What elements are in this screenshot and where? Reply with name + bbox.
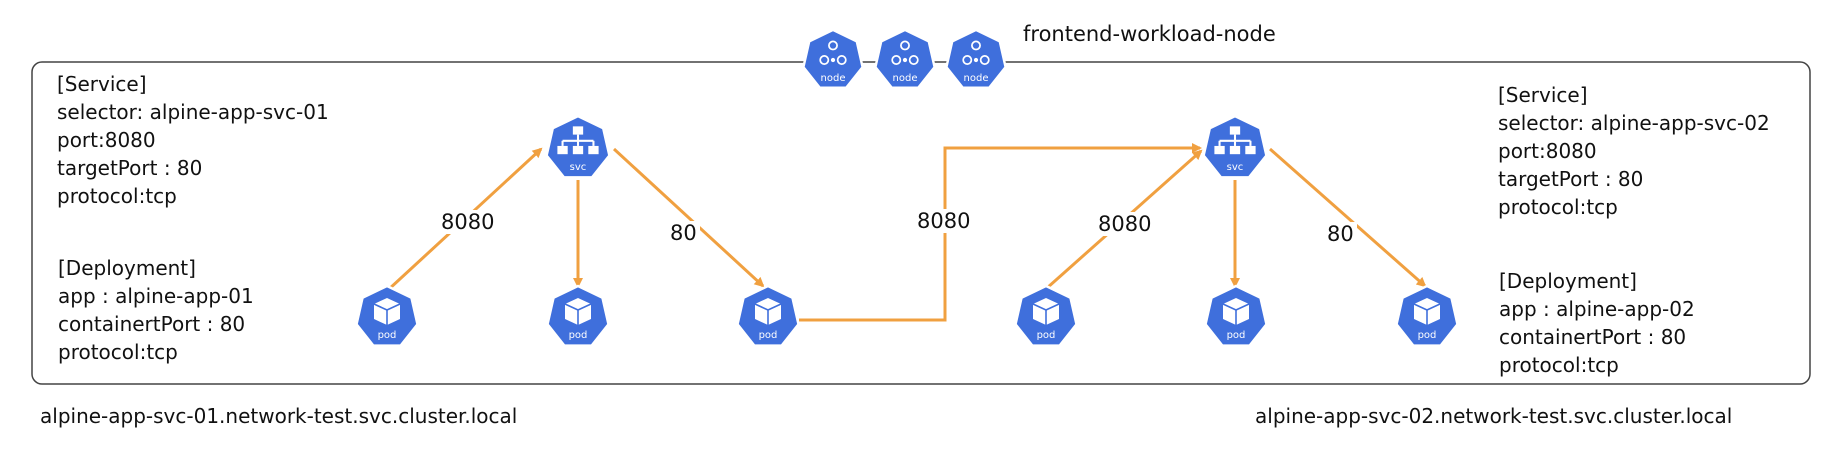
arrow-bridge-pod-to-right-svc	[799, 143, 1202, 322]
kubernetes-node-icon: node	[801, 28, 865, 92]
node-group-title: frontend-workload-node	[1023, 22, 1276, 46]
right-service-fqdn: alpine-app-svc-02.network-test.svc.clust…	[1255, 404, 1733, 428]
spec-line: [Service]	[57, 72, 147, 96]
icon-caption: pod	[758, 330, 778, 342]
arrow-right-svc-to-pod3	[1269, 147, 1427, 288]
spec-line: [Deployment]	[58, 256, 196, 280]
arrow-left-svc-to-pod3	[612, 147, 765, 288]
icon-caption: svc	[1226, 161, 1244, 173]
right-service-spec: [Service] selector: alpine-app-svc-02 po…	[1498, 81, 1770, 221]
spec-line: containertPort : 80	[1499, 325, 1687, 349]
right-pod-icon: pod	[1203, 284, 1269, 350]
left-port-in-label: 8080	[438, 210, 498, 234]
right-port-in-label: 8080	[1095, 212, 1155, 236]
left-pod-icon: pod	[354, 284, 420, 350]
spec-line: protocol:tcp	[58, 340, 178, 364]
spec-line: [Deployment]	[1499, 269, 1637, 293]
spec-line: port:8080	[1498, 139, 1597, 163]
icon-caption: pod	[568, 330, 588, 342]
spec-line: app : alpine-app-01	[58, 284, 254, 308]
spec-line: protocol:tcp	[1498, 195, 1618, 219]
icon-caption: pod	[377, 330, 397, 342]
spec-line: protocol:tcp	[57, 184, 177, 208]
icon-caption: pod	[1036, 330, 1056, 342]
icon-caption: node	[820, 72, 846, 84]
spec-line: port:8080	[57, 128, 156, 152]
spec-line: [Service]	[1498, 83, 1588, 107]
right-port-out-label: 80	[1324, 222, 1357, 246]
spec-line: targetPort : 80	[1498, 167, 1644, 191]
spec-line: app : alpine-app-02	[1499, 297, 1695, 321]
right-deployment-spec: [Deployment] app : alpine-app-02 contain…	[1499, 267, 1695, 379]
left-deployment-spec: [Deployment] app : alpine-app-01 contain…	[58, 254, 254, 366]
spec-line: protocol:tcp	[1499, 353, 1619, 377]
spec-line: selector: alpine-app-svc-02	[1498, 111, 1770, 135]
icon-caption: pod	[1226, 330, 1246, 342]
spec-line: targetPort : 80	[57, 156, 203, 180]
kubernetes-node-icon: node	[944, 28, 1008, 92]
bridge-port-label: 8080	[914, 209, 974, 233]
icon-caption: node	[963, 72, 989, 84]
left-service-spec: [Service] selector: alpine-app-svc-01 po…	[57, 70, 329, 210]
left-pod-icon: pod	[545, 284, 611, 350]
icon-caption: svc	[569, 161, 587, 173]
spec-line: containertPort : 80	[58, 312, 246, 336]
left-service-icon: svc	[544, 114, 612, 182]
right-pod-icon: pod	[1013, 284, 1079, 350]
right-service-icon: svc	[1201, 114, 1269, 182]
left-port-out-label: 80	[667, 221, 700, 245]
icon-caption: pod	[1417, 330, 1437, 342]
kubernetes-node-icon: node	[873, 28, 937, 92]
right-pod-icon: pod	[1394, 284, 1460, 350]
spec-line: selector: alpine-app-svc-01	[57, 100, 329, 124]
icon-caption: node	[892, 72, 918, 84]
left-pod-icon: pod	[735, 284, 801, 350]
left-service-fqdn: alpine-app-svc-01.network-test.svc.clust…	[40, 404, 518, 428]
